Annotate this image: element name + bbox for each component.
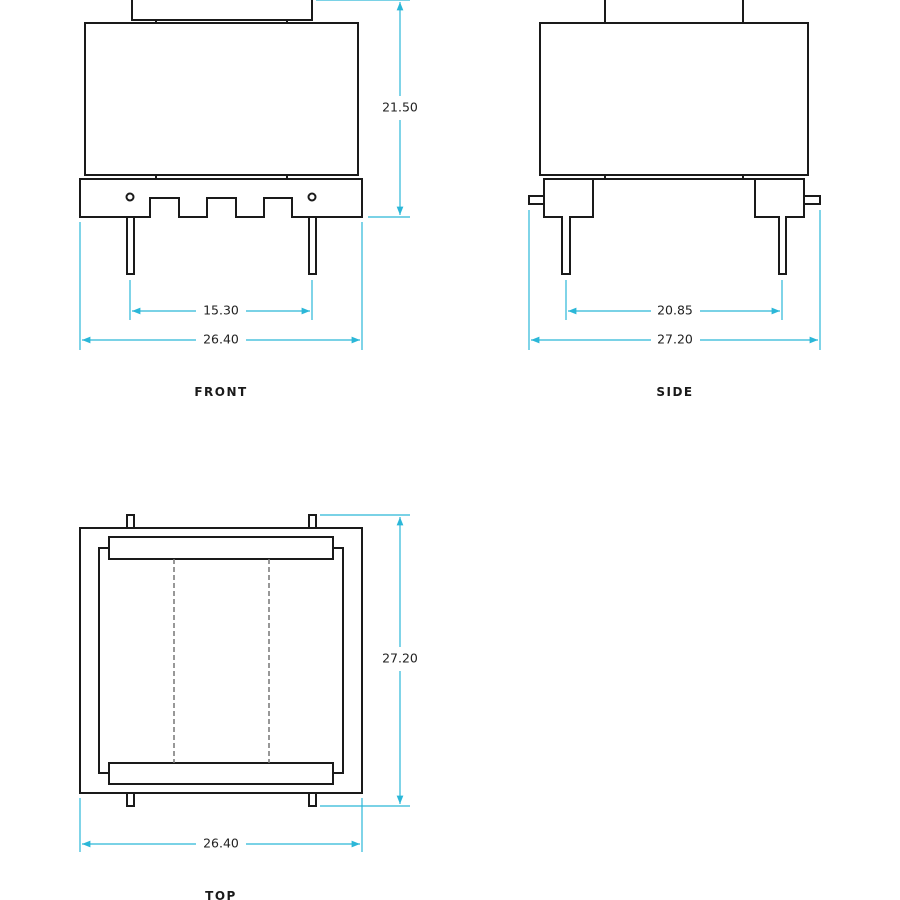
front-height-label: 21.50 <box>382 100 418 115</box>
top-pin <box>126 514 135 529</box>
front-top-cap <box>131 0 313 21</box>
side-pin-pitch-dimension: 20.85 <box>565 280 783 320</box>
top-pin <box>308 514 317 529</box>
top-depth-dimension: 27.20 <box>320 514 418 807</box>
front-width-dimension: 26.40 <box>79 222 363 350</box>
front-core-body <box>84 22 359 176</box>
front-pin-pitch-label: 15.30 <box>203 303 239 318</box>
side-bobbin-right <box>754 178 805 275</box>
top-hidden-lines <box>173 559 270 763</box>
side-view: 20.85 27.20 SIDE <box>528 0 821 399</box>
top-view-label: TOP <box>205 889 237 900</box>
top-outer-outline <box>79 527 363 794</box>
top-depth-label: 27.20 <box>382 651 418 666</box>
side-top-leads <box>604 0 744 23</box>
side-core-body <box>539 22 809 176</box>
side-tab-right <box>803 195 821 205</box>
front-pin-left <box>126 216 135 275</box>
top-bobbin-bar-upper <box>108 536 334 560</box>
side-tab-left <box>528 195 545 205</box>
top-pin <box>308 792 317 807</box>
front-pin-pitch-dimension: 15.30 <box>129 280 313 320</box>
side-bobbin-left <box>543 178 594 275</box>
top-view: 27.20 26.40 TOP <box>79 514 418 900</box>
front-pin-right <box>308 216 317 275</box>
front-view-label: FRONT <box>194 385 247 399</box>
side-pin-pitch-label: 20.85 <box>657 303 693 318</box>
top-bobbin-bar-lower <box>108 762 334 785</box>
top-frame <box>98 547 344 774</box>
side-view-label: SIDE <box>656 385 693 399</box>
top-pin <box>126 792 135 807</box>
front-width-label: 26.40 <box>203 332 239 347</box>
front-ticks <box>155 20 288 179</box>
front-view: 21.50 15.30 26.40 FRONT <box>79 0 418 399</box>
side-width-dimension: 27.20 <box>528 210 821 350</box>
front-height-dimension: 21.50 <box>316 0 418 218</box>
side-width-label: 27.20 <box>657 332 693 347</box>
top-width-label: 26.40 <box>203 836 239 851</box>
front-hole-left <box>125 192 135 202</box>
side-base-strip <box>593 175 755 180</box>
front-hole-right <box>307 192 317 202</box>
front-base <box>79 178 363 218</box>
top-width-dimension: 26.40 <box>79 798 363 852</box>
